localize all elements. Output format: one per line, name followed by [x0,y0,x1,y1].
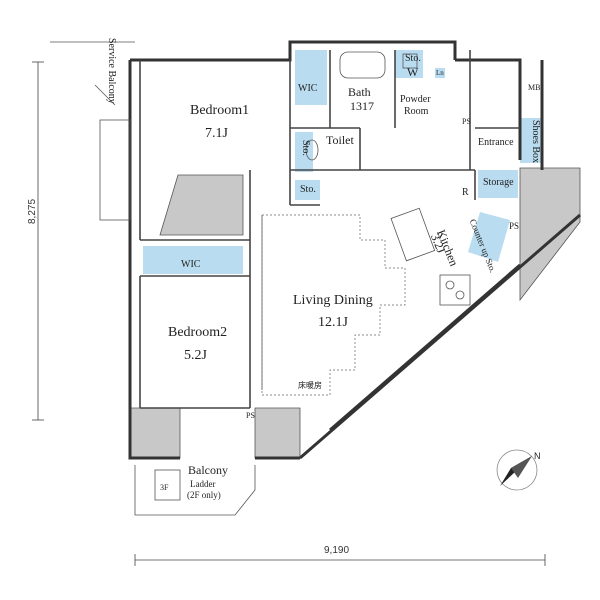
storage-fills [143,50,542,274]
fixtures [50,41,471,516]
sto-w-label: Sto. [405,53,421,64]
compass-icon [496,449,538,491]
r-label: R [462,187,469,198]
width-dimension: 9,190 [324,545,350,556]
floor-heating-label: 床暖房 [298,381,322,390]
compass-label: N [534,451,541,461]
bedroom2-size: 5.2J [184,348,207,363]
wic2-label: WIC [181,259,201,270]
structural-columns [129,167,581,459]
interior-walls [139,50,520,409]
sto-hall-label: Sto. [300,184,316,195]
balcony-label: Balcony [188,463,228,477]
entrance-label: Entrance [478,137,514,148]
ladder-label-1: Ladder [190,479,216,489]
bedroom1-label: Bedroom1 [190,103,250,118]
shoes-box-label: Shoes Box [530,120,541,164]
bath-size: 1317 [350,99,374,113]
height-dimension: 8,275 [27,198,38,224]
w-label: W [407,65,419,79]
toilet-label: Toilet [326,133,354,147]
ladder-label-2: (2F only) [187,490,221,500]
living-dining-size: 12.1J [318,315,348,330]
powder-room-label-2: Room [404,106,429,117]
ps2-label: PS [509,221,520,231]
bedroom1-size: 7.1J [205,126,228,141]
wic1-label: WIC [298,83,318,94]
ln-label: Ln [436,69,444,77]
ps3-label: PS [246,411,255,420]
storage-label: Storage [483,177,514,188]
living-dining-label: Living Dining [293,293,373,308]
dimension-lines [32,61,546,566]
sto-toilet-label: Sto. [300,140,311,156]
floor-heating-zone [261,214,406,396]
bath-label: Bath [348,85,371,99]
bedroom2-label: Bedroom2 [168,325,228,340]
ladder-floor-label: 3F [160,483,169,492]
ps1-label: PS [462,117,471,126]
powder-room-label-1: Powder [400,94,431,105]
mb-label: MB [528,83,541,92]
service-balcony-label: Service Balcony [106,38,117,104]
